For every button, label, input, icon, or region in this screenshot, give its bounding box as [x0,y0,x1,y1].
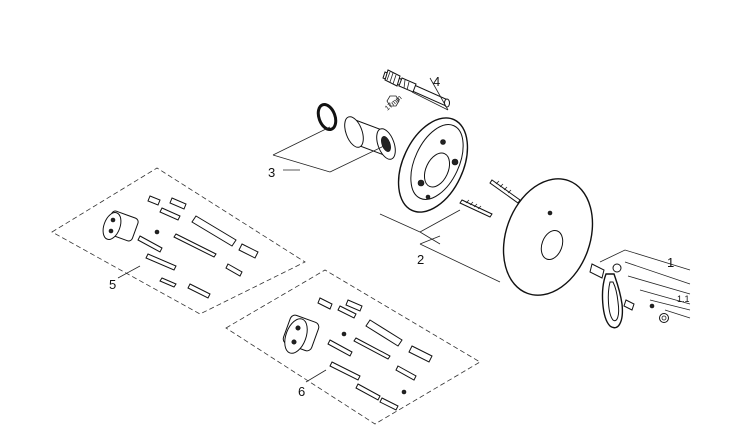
callout-label-1: 1 [667,255,675,270]
leader-1 [599,249,691,319]
callout-label-2: 2 [417,252,425,267]
part-4-spindle [382,69,450,108]
kit-5-dashed-frame [51,167,306,315]
leader-6 [305,369,327,383]
callout-label-3: 3 [268,165,276,180]
callout-label-4: 4 [433,74,441,89]
leader-3 [272,126,389,173]
kit-6-dashed-frame [225,269,481,425]
part-escutcheon-cover [502,178,594,296]
part-1-lever-handle [589,263,669,329]
wrench-size-hex-icon [386,95,400,107]
callout-label-1-1: 1.1 [677,294,690,304]
leader-4 [411,77,449,111]
leader-5 [117,265,141,279]
kit-5-parts [102,195,259,299]
part-3-oring-and-sleeve [316,102,396,160]
part-2-screws [459,179,521,218]
part-2-backplate [397,117,469,213]
leader-2 [379,209,501,283]
callout-label-5: 5 [109,277,117,292]
kit-6-parts [282,297,433,411]
callout-label-6: 6 [298,384,306,399]
